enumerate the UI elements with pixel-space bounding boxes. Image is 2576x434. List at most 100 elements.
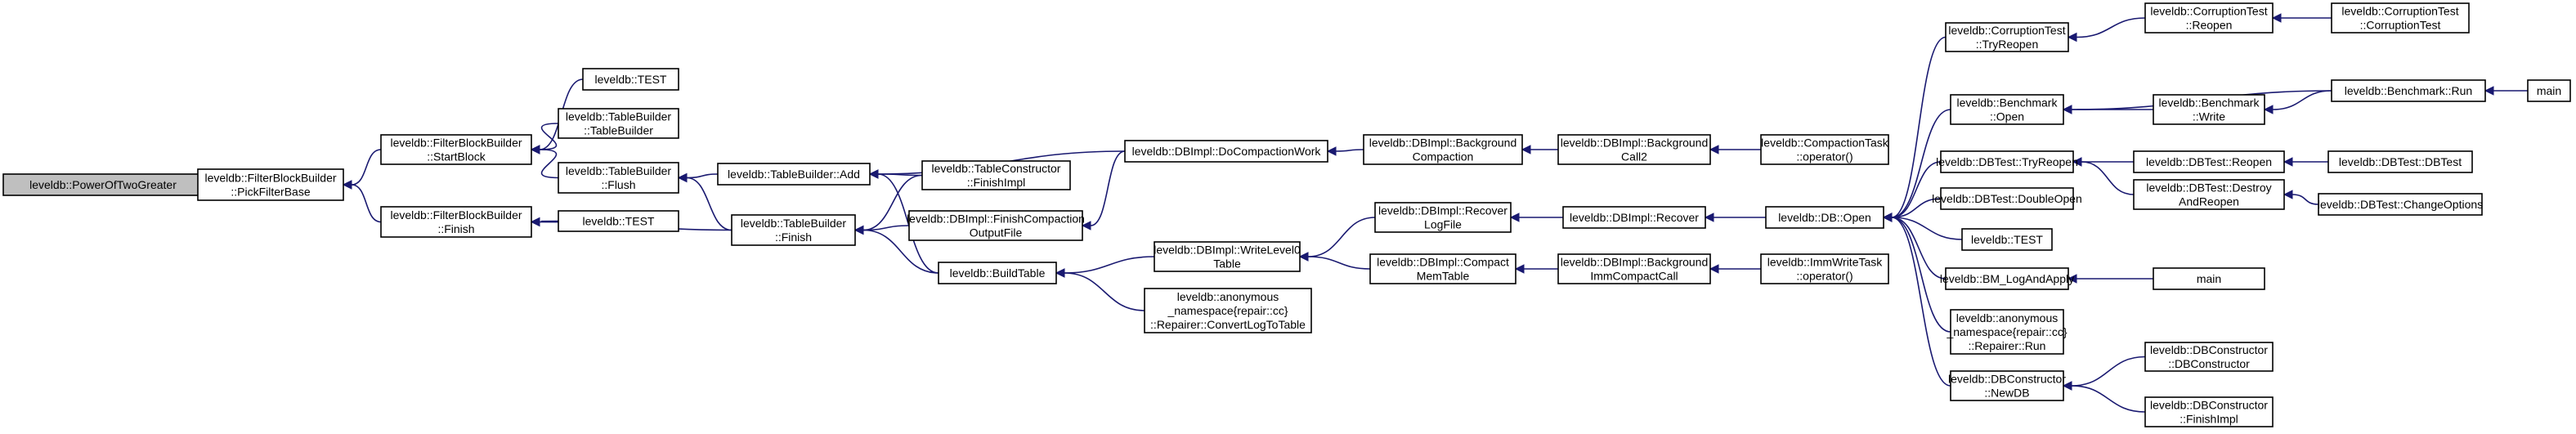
node-leveldb-tablebuilder-finish[interactable]: leveldb::TableBuilder::Finish (731, 214, 856, 246)
edge-n37-to-n36 (2484, 86, 2528, 96)
node-label-line: leveldb::DB::Open (1778, 211, 1871, 224)
node-leveldb-dbtest-dbtest[interactable]: leveldb::DBTest::DBTest (2327, 150, 2473, 173)
edge-line (2076, 17, 2146, 38)
node-box (1760, 253, 1889, 284)
arrowhead (2067, 32, 2077, 43)
edge-line (1891, 217, 1951, 333)
node-leveldb-filterblockbuilder-pickfilterbase[interactable]: leveldb::FilterBlockBuilder::PickFilterB… (197, 168, 344, 201)
node-leveldb-filterblockbuilder-finish[interactable]: leveldb::FilterBlockBuilder::Finish (380, 206, 532, 238)
node-leveldb-dbimpl-finishcompaction-outputfile[interactable]: leveldb::DBImpl::FinishCompactionOutputF… (907, 210, 1085, 241)
arrowhead (1326, 146, 1337, 156)
edge-line (351, 184, 382, 223)
node-leveldb-compactiontask-operator[interactable]: leveldb::CompactionTask::operator() (1760, 134, 1889, 165)
node-box (921, 160, 1071, 190)
node-main[interactable]: main (2527, 79, 2571, 102)
node-leveldb-dbtest-reopen[interactable]: leveldb::DBTest::Reopen (2133, 150, 2285, 173)
node-label-line: leveldb::DBConstructor (1948, 373, 2066, 386)
node-label-line: Call2 (1621, 150, 1647, 163)
node-label-line: leveldb::BuildTable (950, 266, 1046, 280)
node-leveldb-dbconstructor-dbconstructor[interactable]: leveldb::DBConstructor::DBConstructor (2144, 342, 2274, 372)
edge-n9-to-n6 (677, 172, 732, 231)
node-main[interactable]: main (2153, 267, 2265, 290)
node-label-line: leveldb::FilterBlockBuilder (390, 136, 522, 150)
node-box (1765, 206, 1884, 229)
edge-n32-to-n23 (1882, 213, 1951, 387)
node-leveldb-test[interactable]: leveldb::TEST (558, 210, 679, 232)
node-label-line: leveldb::DBImpl::Recover (1378, 204, 1508, 217)
node-box (2133, 150, 2285, 173)
node-leveldb-dbtest-doubleopen[interactable]: leveldb::DBTest::DoubleOpen (1932, 187, 2082, 210)
node-leveldb-tableconstructor-finishimpl[interactable]: leveldb::TableConstructor::FinishImpl (921, 160, 1071, 190)
node-leveldb-tablebuilder-add[interactable]: leveldb::TableBuilder::Add (717, 163, 871, 186)
node-box (1363, 134, 1523, 165)
node-leveldb-dbconstructor-newdb[interactable]: leveldb::DBConstructor::NewDB (1948, 370, 2066, 401)
node-box (2331, 2, 2470, 34)
node-label-line: ::Repairer::ConvertLogToTable (1150, 318, 1306, 331)
edge-line (1891, 217, 1947, 280)
node-label-line: leveldb::DBTest::TryReopen (1936, 155, 2078, 168)
node-box (938, 262, 1057, 284)
edge-line (862, 174, 923, 231)
node-label-line: ::Open (1990, 110, 2024, 123)
node-leveldb-dbimpl-docompactionwork[interactable]: leveldb::DBImpl::DoCompactionWork (1124, 140, 1328, 163)
node-box (717, 163, 871, 186)
arrowhead (853, 225, 864, 235)
node-leveldb-corruptiontest-reopen[interactable]: leveldb::CorruptionTest::Reopen (2144, 2, 2274, 34)
node-leveldb-benchmark-write[interactable]: leveldb::Benchmark::Write (2153, 94, 2265, 125)
arrowhead (2271, 13, 2282, 23)
node-leveldb-filterblockbuilder-startblock[interactable]: leveldb::FilterBlockBuilder::StartBlock (380, 134, 532, 165)
node-label-line: AndReopen (2179, 195, 2239, 208)
node-leveldb-db-open[interactable]: leveldb::DB::Open (1765, 206, 1884, 229)
edge-n6-to-n2 (530, 145, 559, 179)
node-leveldb-dbimpl-background-immcompactcall[interactable]: leveldb::DBImpl::BackgroundImmCompactCal… (1557, 253, 1711, 284)
node-leveldb-corruptiontest-tryreopen[interactable]: leveldb::CorruptionTest::TryReopen (1945, 22, 2069, 52)
node-leveldb-tablebuilder-flush[interactable]: leveldb::TableBuilder::Flush (558, 162, 679, 194)
node-label-line: leveldb::DBImpl::Recover (1570, 211, 1699, 224)
node-leveldb-benchmark-open[interactable]: leveldb::Benchmark::Open (1950, 94, 2064, 125)
node-leveldb-buildtable[interactable]: leveldb::BuildTable (938, 262, 1057, 284)
node-leveldb-test[interactable]: leveldb::TEST (1961, 228, 2053, 251)
node-leveldb-dbimpl-recover[interactable]: leveldb::DBImpl::Recover (1562, 206, 1706, 229)
node-box (2144, 2, 2274, 34)
node-label-line: leveldb::CorruptionTest (2150, 5, 2267, 18)
node-label-line: leveldb::FilterBlockBuilder (390, 208, 522, 221)
edge-n34-to-n33 (2271, 13, 2332, 23)
node-leveldb-corruptiontest-corruptiontest[interactable]: leveldb::CorruptionTest::CorruptionTest (2331, 2, 2470, 34)
edge-line (539, 123, 559, 150)
node-label-line: leveldb::TableBuilder (566, 164, 672, 177)
node-leveldb-tablebuilder-tablebuilder[interactable]: leveldb::TableBuilder::TableBuilder (558, 108, 679, 139)
node-box (380, 134, 532, 165)
node-leveldb-anonymous-namespace-repair-cc-repairer-convertlogtotable[interactable]: leveldb::anonymous_namespace{repair::cc}… (1144, 288, 1312, 333)
call-edges (184, 13, 2528, 413)
node-label-line: leveldb::DBTest::Destroy (2146, 181, 2271, 195)
node-box (2144, 396, 2274, 427)
edge-line (2081, 161, 2135, 195)
node-label-line: leveldb::DBImpl::Background (1561, 256, 1709, 269)
node-leveldb-test[interactable]: leveldb::TEST (582, 68, 679, 91)
node-box (1124, 140, 1328, 163)
edge-line (862, 229, 939, 274)
node-label-line: ::operator() (1796, 270, 1852, 283)
node-leveldb-bm-logandapply[interactable]: leveldb::BM_LogAndApply (1940, 267, 2074, 290)
node-label-line: _namespace{repair::cc} (1167, 304, 1288, 317)
edge-n18-to-n14 (1298, 252, 1371, 270)
node-label-line: leveldb::DBImpl::Background (1561, 136, 1709, 150)
node-leveldb-poweroftwogreater[interactable]: leveldb::PowerOfTwoGreater (2, 173, 204, 196)
edge-n44-to-n32 (2062, 381, 2146, 413)
node-leveldb-benchmark-run[interactable]: leveldb::Benchmark::Run (2331, 79, 2486, 102)
node-leveldb-dbconstructor-finishimpl[interactable]: leveldb::DBConstructor::FinishImpl (2144, 396, 2274, 427)
node-leveldb-immwritetask-operator[interactable]: leveldb::ImmWriteTask::operator() (1760, 253, 1889, 284)
edge-n20-to-n17 (1509, 213, 1563, 222)
node-leveldb-anonymous-namespace-repair-cc-repairer-run[interactable]: leveldb::anonymous_namespace{repair::cc}… (1946, 309, 2068, 355)
node-leveldb-dbtest-tryreopen[interactable]: leveldb::DBTest::TryReopen (1936, 150, 2078, 173)
node-label-line: leveldb::Benchmark::Run (2345, 84, 2472, 97)
node-box (582, 68, 679, 91)
node-leveldb-dbtest-changeoptions[interactable]: leveldb::DBTest::ChangeOptions (2318, 193, 2483, 216)
